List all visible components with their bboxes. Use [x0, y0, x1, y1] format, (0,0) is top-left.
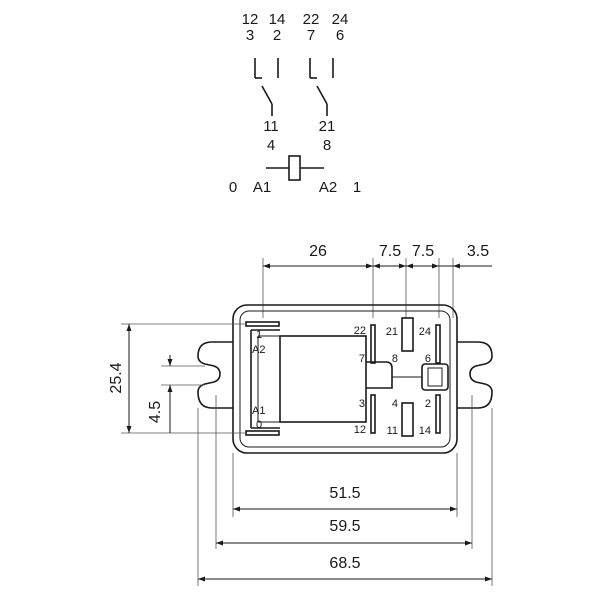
pin-1: 1: [256, 329, 262, 341]
relay-pin-labels: 1 A2 A1 0 22 7 3 12 21 8 4 11 24 6 2 14: [252, 325, 431, 437]
left-dimensions: 25.4 4.5: [108, 323, 246, 434]
coil-symbol: [266, 155, 324, 181]
pin-8: 8: [392, 353, 398, 365]
pin-label-11: 11: [263, 118, 279, 135]
pin-label-7: 7: [307, 27, 315, 44]
relay-body-outline: [197, 304, 493, 454]
dimension-26: 26: [309, 243, 327, 260]
coil-label-0: 0: [229, 179, 237, 196]
pin-7: 7: [359, 353, 365, 365]
pin-label-21: 21: [319, 118, 336, 135]
dimension-3-5: 3.5: [467, 243, 489, 260]
pin-11: 11: [387, 425, 398, 437]
pin-A2: A2: [252, 344, 265, 356]
pin-label-22: 22: [303, 11, 320, 28]
dimension-51-5: 51.5: [329, 485, 360, 502]
coil-label-A2: A2: [319, 179, 337, 196]
coil-label-A1: A1: [253, 179, 271, 196]
pin-label-24: 24: [332, 11, 349, 28]
pin-label-3: 3: [246, 27, 254, 44]
changeover-contact-2-symbol: [309, 58, 334, 116]
pin-label-6: 6: [336, 27, 344, 44]
pin-4: 4: [392, 398, 398, 410]
dimension-7-5-b: 7.5: [412, 243, 434, 260]
pin-6: 6: [425, 353, 431, 365]
dimension-4-5: 4.5: [147, 401, 164, 423]
dimension-68-5: 68.5: [329, 555, 360, 572]
pin-label-2: 2: [273, 27, 281, 44]
pin-24: 24: [419, 326, 431, 338]
pin-14: 14: [419, 425, 431, 437]
dimension-7-5-a: 7.5: [379, 243, 401, 260]
pin-3: 3: [359, 398, 365, 410]
pin-12: 12: [354, 424, 366, 436]
coil-label-1: 1: [353, 179, 361, 196]
pin-label-8: 8: [323, 137, 331, 154]
pin-label-4: 4: [267, 137, 275, 154]
relay-schematic: 12 3 14 2 22 7 24 6 11 4 21 8: [229, 11, 361, 196]
pin-2: 2: [425, 398, 431, 410]
pin-label-14: 14: [269, 11, 286, 28]
dimension-59-5: 59.5: [329, 518, 360, 535]
pin-21: 21: [386, 326, 398, 338]
pin-label-12: 12: [242, 11, 259, 28]
dimension-25-4: 25.4: [108, 362, 125, 393]
pin-A1: A1: [252, 405, 265, 417]
bottom-dimensions: 51.5 59.5 68.5: [197, 395, 493, 586]
pin-22: 22: [354, 325, 366, 337]
changeover-contact-1-symbol: [254, 58, 279, 116]
pin-0: 0: [256, 419, 262, 431]
top-dimensions: 26 7.5 7.5 3.5: [262, 243, 492, 318]
